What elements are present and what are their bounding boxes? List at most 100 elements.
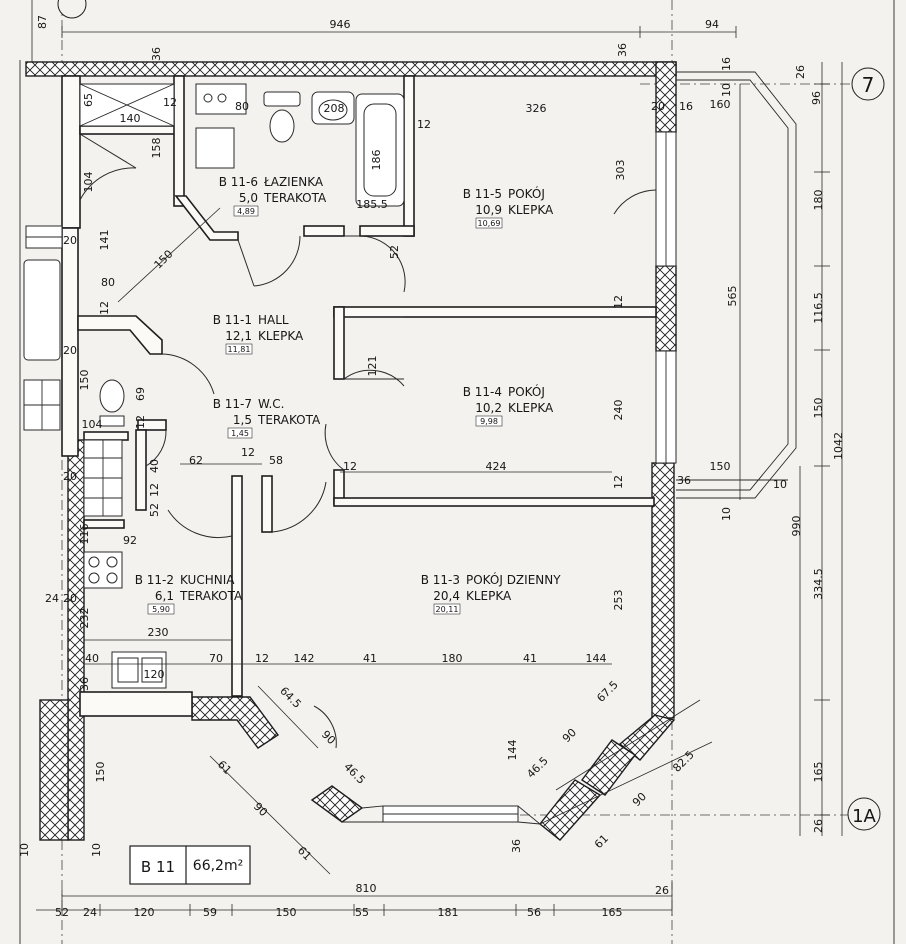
room-name: POKÓJ <box>508 384 545 399</box>
dim-text: 232 <box>78 608 91 629</box>
dim-text: 24 <box>83 906 97 919</box>
room-box: 4,89 <box>237 207 255 216</box>
room-floor: KLEPKA <box>466 589 512 603</box>
room-code: B 11-1 <box>213 313 252 327</box>
dim-text: 80 <box>235 100 249 113</box>
dim-text: 52 <box>148 503 161 517</box>
room-b11-3: B 11-3 POKÓJ DZIENNY 20,4 KLEPKA 20,11 <box>421 572 561 615</box>
dim-text: 150 <box>710 460 731 473</box>
interior-walls <box>61 75 657 717</box>
dim-text: 41 <box>523 652 537 665</box>
room-area: 5,0 <box>239 191 258 205</box>
dim-text: 12 <box>343 460 357 473</box>
washing-machine <box>195 127 235 169</box>
unit-label: B 11 66,2m² <box>129 845 251 885</box>
dim-text: 10 <box>18 843 31 857</box>
dim-text: 12 <box>163 96 177 109</box>
diagonal-dims <box>117 207 713 875</box>
dim-text: 65 <box>82 93 95 107</box>
dim-text: 208 <box>324 102 345 115</box>
dim-text: 141 <box>98 230 111 251</box>
room-b11-5: B 11-5 POKÓJ 10,9 KLEPKA 10,69 <box>463 186 554 229</box>
unit-code: B 11 <box>141 858 175 876</box>
dim-text: 36 <box>677 474 691 487</box>
room-b11-1: B 11-1 HALL 12,1 KLEPKA 11,81 <box>213 313 304 355</box>
dim-text: 20 <box>63 234 77 247</box>
right-dimensions <box>739 62 843 836</box>
dim-text: 144 <box>506 740 519 761</box>
dim-text: 12 <box>612 295 625 309</box>
room-code: B 11-6 <box>219 175 258 189</box>
dim-text: 181 <box>438 906 459 919</box>
dim-text: 24 <box>45 592 59 605</box>
dim-text: 92 <box>123 534 137 547</box>
dim-text: 12 <box>241 446 255 459</box>
dim-text: 62 <box>189 454 203 467</box>
dim-text: 303 <box>614 160 627 181</box>
dim-text: 20 <box>63 344 77 357</box>
doors <box>79 133 657 749</box>
balcony <box>676 71 797 499</box>
dim-text: 946 <box>330 18 351 31</box>
dim-text: 150 <box>94 762 107 783</box>
dim-text: 52 <box>388 245 401 259</box>
dim-text: 55 <box>355 906 369 919</box>
dim-text: 121 <box>366 356 379 377</box>
room-code: B 11-4 <box>463 385 502 399</box>
dim-text: 12 <box>612 475 625 489</box>
dim-text: 104 <box>82 418 103 431</box>
dim-text: 12 <box>255 652 269 665</box>
bottom-dimensions <box>36 882 673 916</box>
room-code: B 11-5 <box>463 187 502 201</box>
axis-marker-left-top <box>57 0 87 19</box>
room-box: 10,69 <box>478 219 501 228</box>
dim-text: 104 <box>82 172 95 193</box>
dim-text: 334.5 <box>812 568 825 600</box>
dim-text: 165 <box>812 762 825 783</box>
dim-text: 12 <box>98 301 111 315</box>
room-area: 1,5 <box>233 413 252 427</box>
room-name: ŁAZIENKA <box>263 175 324 189</box>
room-code: B 11-3 <box>421 573 460 587</box>
dim-text: 20 <box>651 100 665 113</box>
axis-marker-7: 7 <box>851 67 885 101</box>
axis-marker-1a: 1A <box>847 797 881 831</box>
room-code: B 11-2 <box>135 573 174 587</box>
dim-text: 59 <box>203 906 217 919</box>
axis-label-7: 7 <box>862 73 875 97</box>
dim-text: 990 <box>790 516 803 537</box>
dim-text: 1042 <box>832 432 845 460</box>
room-area: 10,9 <box>475 203 502 217</box>
dim-text: 58 <box>269 454 283 467</box>
room-floor: TERAKOTA <box>263 191 327 205</box>
room-box: 1,45 <box>231 429 249 438</box>
room-b11-7: B 11-7 W.C. 1,5 TERAKOTA 1,45 <box>213 397 321 439</box>
dim-text: 180 <box>442 652 463 665</box>
dim-text: 150 <box>812 398 825 419</box>
dim-text: 16 <box>720 57 733 71</box>
dim-chain-660 <box>84 463 612 665</box>
dim-text: 142 <box>294 652 315 665</box>
dim-text: 253 <box>612 590 625 611</box>
dim-text: 116.5 <box>812 292 825 324</box>
dim-text: 80 <box>101 276 115 289</box>
dim-text: 116 <box>78 524 91 545</box>
room-code: B 11-7 <box>213 397 252 411</box>
fixtures <box>23 83 405 689</box>
dim-text: 144 <box>586 652 607 665</box>
dim-text: 56 <box>527 906 541 919</box>
dim-text: 41 <box>363 652 377 665</box>
dim-text: 70 <box>209 652 223 665</box>
dim-text: 94 <box>705 18 719 31</box>
room-box: 20,11 <box>436 605 459 614</box>
dim-text: 10 <box>90 843 103 857</box>
dim-text: 326 <box>526 102 547 115</box>
dim-text: 96 <box>810 91 823 105</box>
dim-text: 10 <box>720 507 733 521</box>
dim-text: 26 <box>812 819 825 833</box>
bath-toilet <box>269 109 295 143</box>
dim-text: 20 <box>63 470 77 483</box>
dim-text: 26 <box>655 884 669 897</box>
room-box: 9,98 <box>480 417 498 426</box>
